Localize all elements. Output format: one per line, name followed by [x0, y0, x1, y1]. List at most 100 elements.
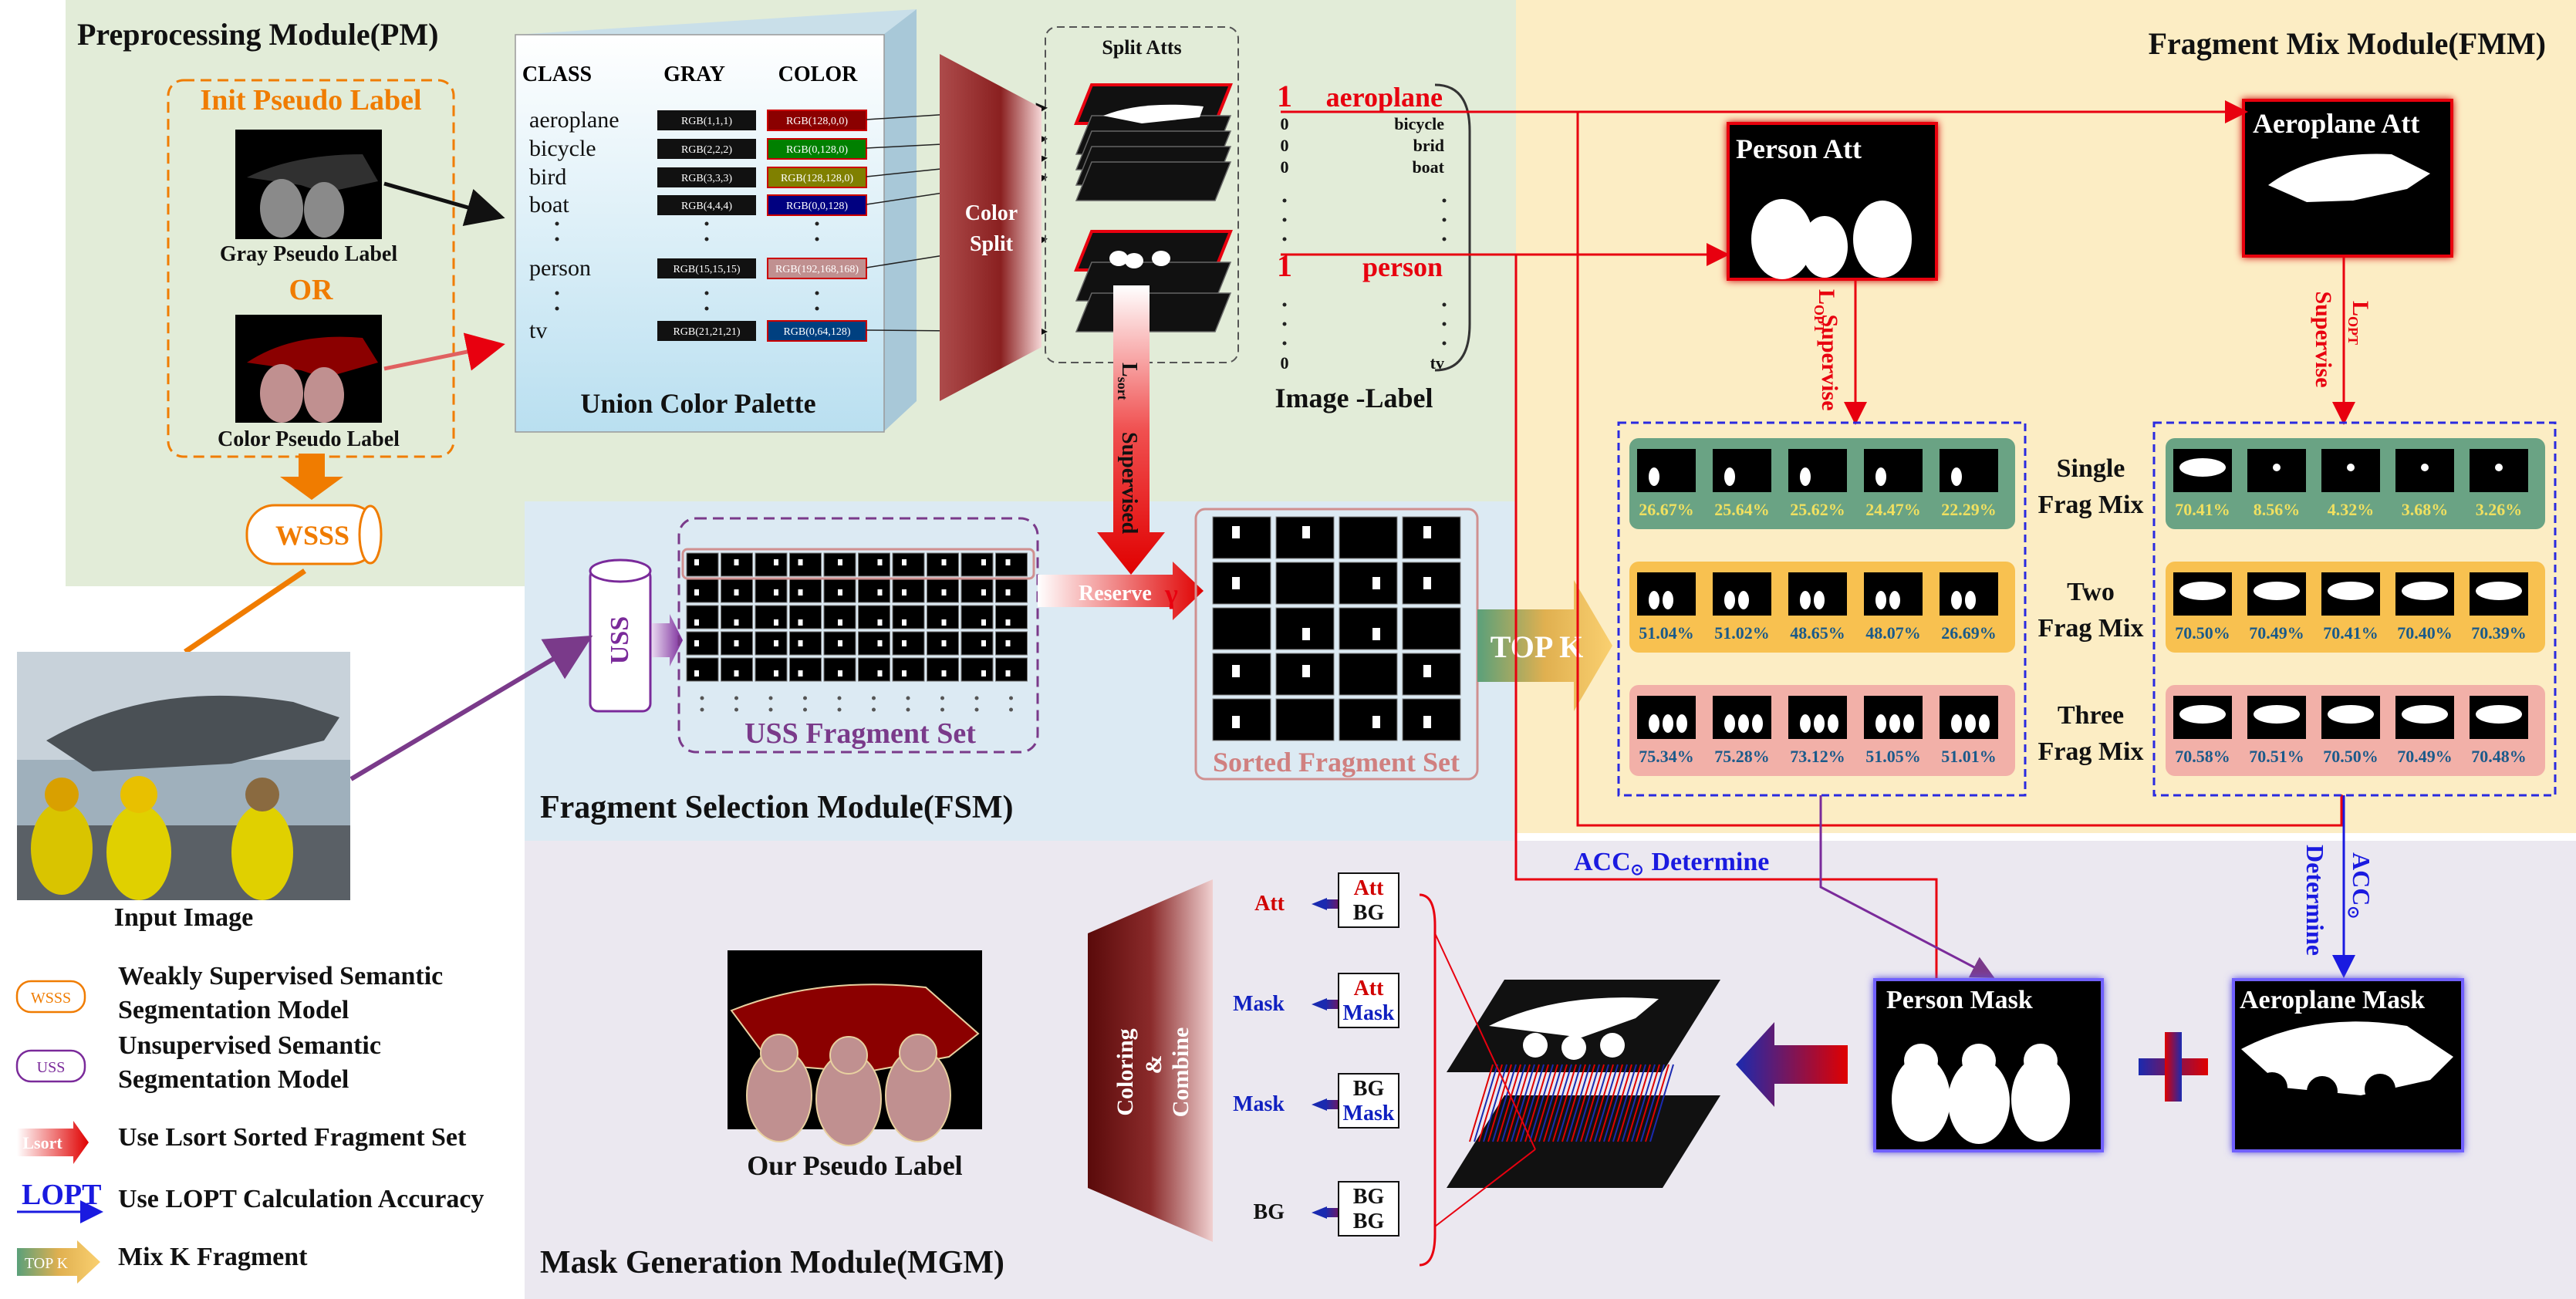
legend-text: Segmentation Model: [118, 996, 349, 1024]
fragment-blob: [1372, 577, 1380, 589]
coloring-combine-block: Coloring & Combine: [1088, 879, 1213, 1242]
input-to-uss-arrow: [349, 635, 593, 781]
mix-accuracy: 75.28%: [1714, 747, 1770, 766]
rule-input-box: [1338, 1073, 1399, 1129]
ellipsis-dot: [1442, 218, 1447, 222]
svg-text:Supervise: Supervise: [2311, 291, 2336, 387]
mix-row-aero-1: 70.50%70.49%70.41%70.40%70.39%: [2166, 562, 2545, 653]
aero-blob: [2476, 705, 2522, 724]
layer-connector: [1612, 1064, 1637, 1142]
palette-class: boat: [529, 192, 569, 218]
fragment-blob: [902, 640, 906, 646]
ellipsis-dot: [974, 707, 979, 712]
fragment-blob: [941, 559, 947, 565]
uss-fragment: [995, 657, 1028, 682]
wsss-model-icon: WSSS: [245, 454, 383, 565]
aero-blob: [2476, 582, 2522, 600]
fragment-blob: [981, 670, 986, 676]
color-split-line2: Split: [970, 232, 1014, 256]
person-att-shape: [1125, 253, 1143, 268]
fragment-blob: [877, 670, 883, 676]
person-blob: [1889, 591, 1900, 609]
mix-label-bottom: Frag Mix: [2038, 737, 2144, 766]
rule-input-b: Mask: [1343, 1001, 1395, 1025]
color-swatch: [767, 258, 867, 279]
uss-fragment: [892, 552, 925, 577]
person-blob: [1828, 714, 1838, 733]
ellipsis-dot: [768, 707, 773, 712]
ellipsis-dot: [940, 707, 944, 712]
layer-connector: [1529, 1064, 1554, 1142]
uss-fragment: [789, 605, 822, 629]
our-pseudo-label-caption: Our Pseudo Label: [747, 1150, 962, 1181]
aeroplane-mask-title: Aeroplane Mask: [2240, 986, 2425, 1014]
fragment-blob: [838, 670, 842, 676]
ellipsis-dot: [837, 707, 842, 712]
person-blob: [1814, 714, 1825, 733]
ellipsis-dot: [837, 696, 842, 700]
layer-connector: [1487, 1064, 1512, 1142]
fragment-blob: [981, 619, 986, 626]
ellipsis-dot: [815, 306, 819, 311]
legend-text: Unsupervised Semantic: [118, 1031, 381, 1060]
person-blob: [1676, 714, 1687, 733]
uss-fragment: [961, 605, 994, 629]
ellipsis-dot: [1442, 302, 1447, 307]
legend-icon-text: LOPT: [22, 1179, 101, 1211]
gray-value: RGB(4,4,4): [681, 201, 732, 212]
ellipsis-dot: [1282, 218, 1287, 222]
uss-fragment: [927, 657, 959, 682]
mix-label-top: Three: [2058, 701, 2124, 730]
legend-icon-text: Lsort: [22, 1133, 62, 1152]
person-blob: [1875, 714, 1886, 733]
mix-label-top: Two: [2067, 578, 2115, 606]
mix-accuracy: 51.02%: [1714, 623, 1770, 643]
label-class: boat: [1412, 157, 1444, 177]
fragment-blob: [1423, 665, 1431, 677]
layer-connector: [1636, 1064, 1660, 1142]
label-value: 1: [1277, 248, 1292, 283]
layer-connector: [1589, 1064, 1614, 1142]
gray-value: RGB(2,2,2): [681, 144, 732, 156]
ellipsis-dot: [872, 707, 876, 712]
mix-row-person-1: 51.04%51.02%48.65%48.07%26.69%: [1629, 562, 2015, 653]
label-class: aeroplane: [1326, 82, 1443, 113]
fragment-blob: [734, 619, 739, 626]
label-class: person: [1362, 251, 1443, 282]
person-blob: [1814, 591, 1825, 609]
image-label-title: Image -Label: [1275, 383, 1433, 413]
rule-input-b: BG: [1353, 901, 1385, 925]
sorted-fragment: [1212, 607, 1271, 650]
uss-fragment: [961, 631, 994, 656]
mix-accuracy: 70.50%: [2323, 747, 2378, 766]
ellipsis-dot: [940, 696, 944, 700]
ellipsis-dot: [815, 221, 819, 226]
layer-connector: [1478, 1064, 1503, 1142]
rule-input-b: Mask: [1343, 1102, 1395, 1125]
person-blob: [1889, 714, 1900, 733]
legend-icon-text: WSSS: [31, 990, 71, 1007]
fragment-blob: [838, 640, 842, 646]
split-att-layer: [1075, 161, 1232, 201]
mix-accuracy: 51.01%: [1941, 747, 1997, 766]
fragment-blob: [694, 589, 699, 596]
color-value: RGB(0,64,128): [783, 326, 850, 338]
legend-text: Use LOPT Calculation Accuracy: [118, 1185, 484, 1213]
sorted-fragment-set-box: Sorted Fragment Set: [1194, 508, 1479, 781]
fragment-blob: [798, 619, 803, 626]
sorted-fragment: [1275, 562, 1335, 605]
fragment-blob: [774, 640, 778, 646]
svg-text:Supervise: Supervise: [1817, 314, 1842, 410]
sorted-fragment: [1339, 562, 1398, 605]
fragment-blob: [774, 670, 778, 676]
uss-fragment: [995, 552, 1028, 577]
mix-accuracy: 26.69%: [1941, 623, 1997, 643]
person-blob: [1965, 714, 1976, 733]
layer-connector: [1649, 1064, 1674, 1142]
person-blob: [1649, 714, 1659, 733]
sorted-fragment: [1339, 516, 1398, 559]
